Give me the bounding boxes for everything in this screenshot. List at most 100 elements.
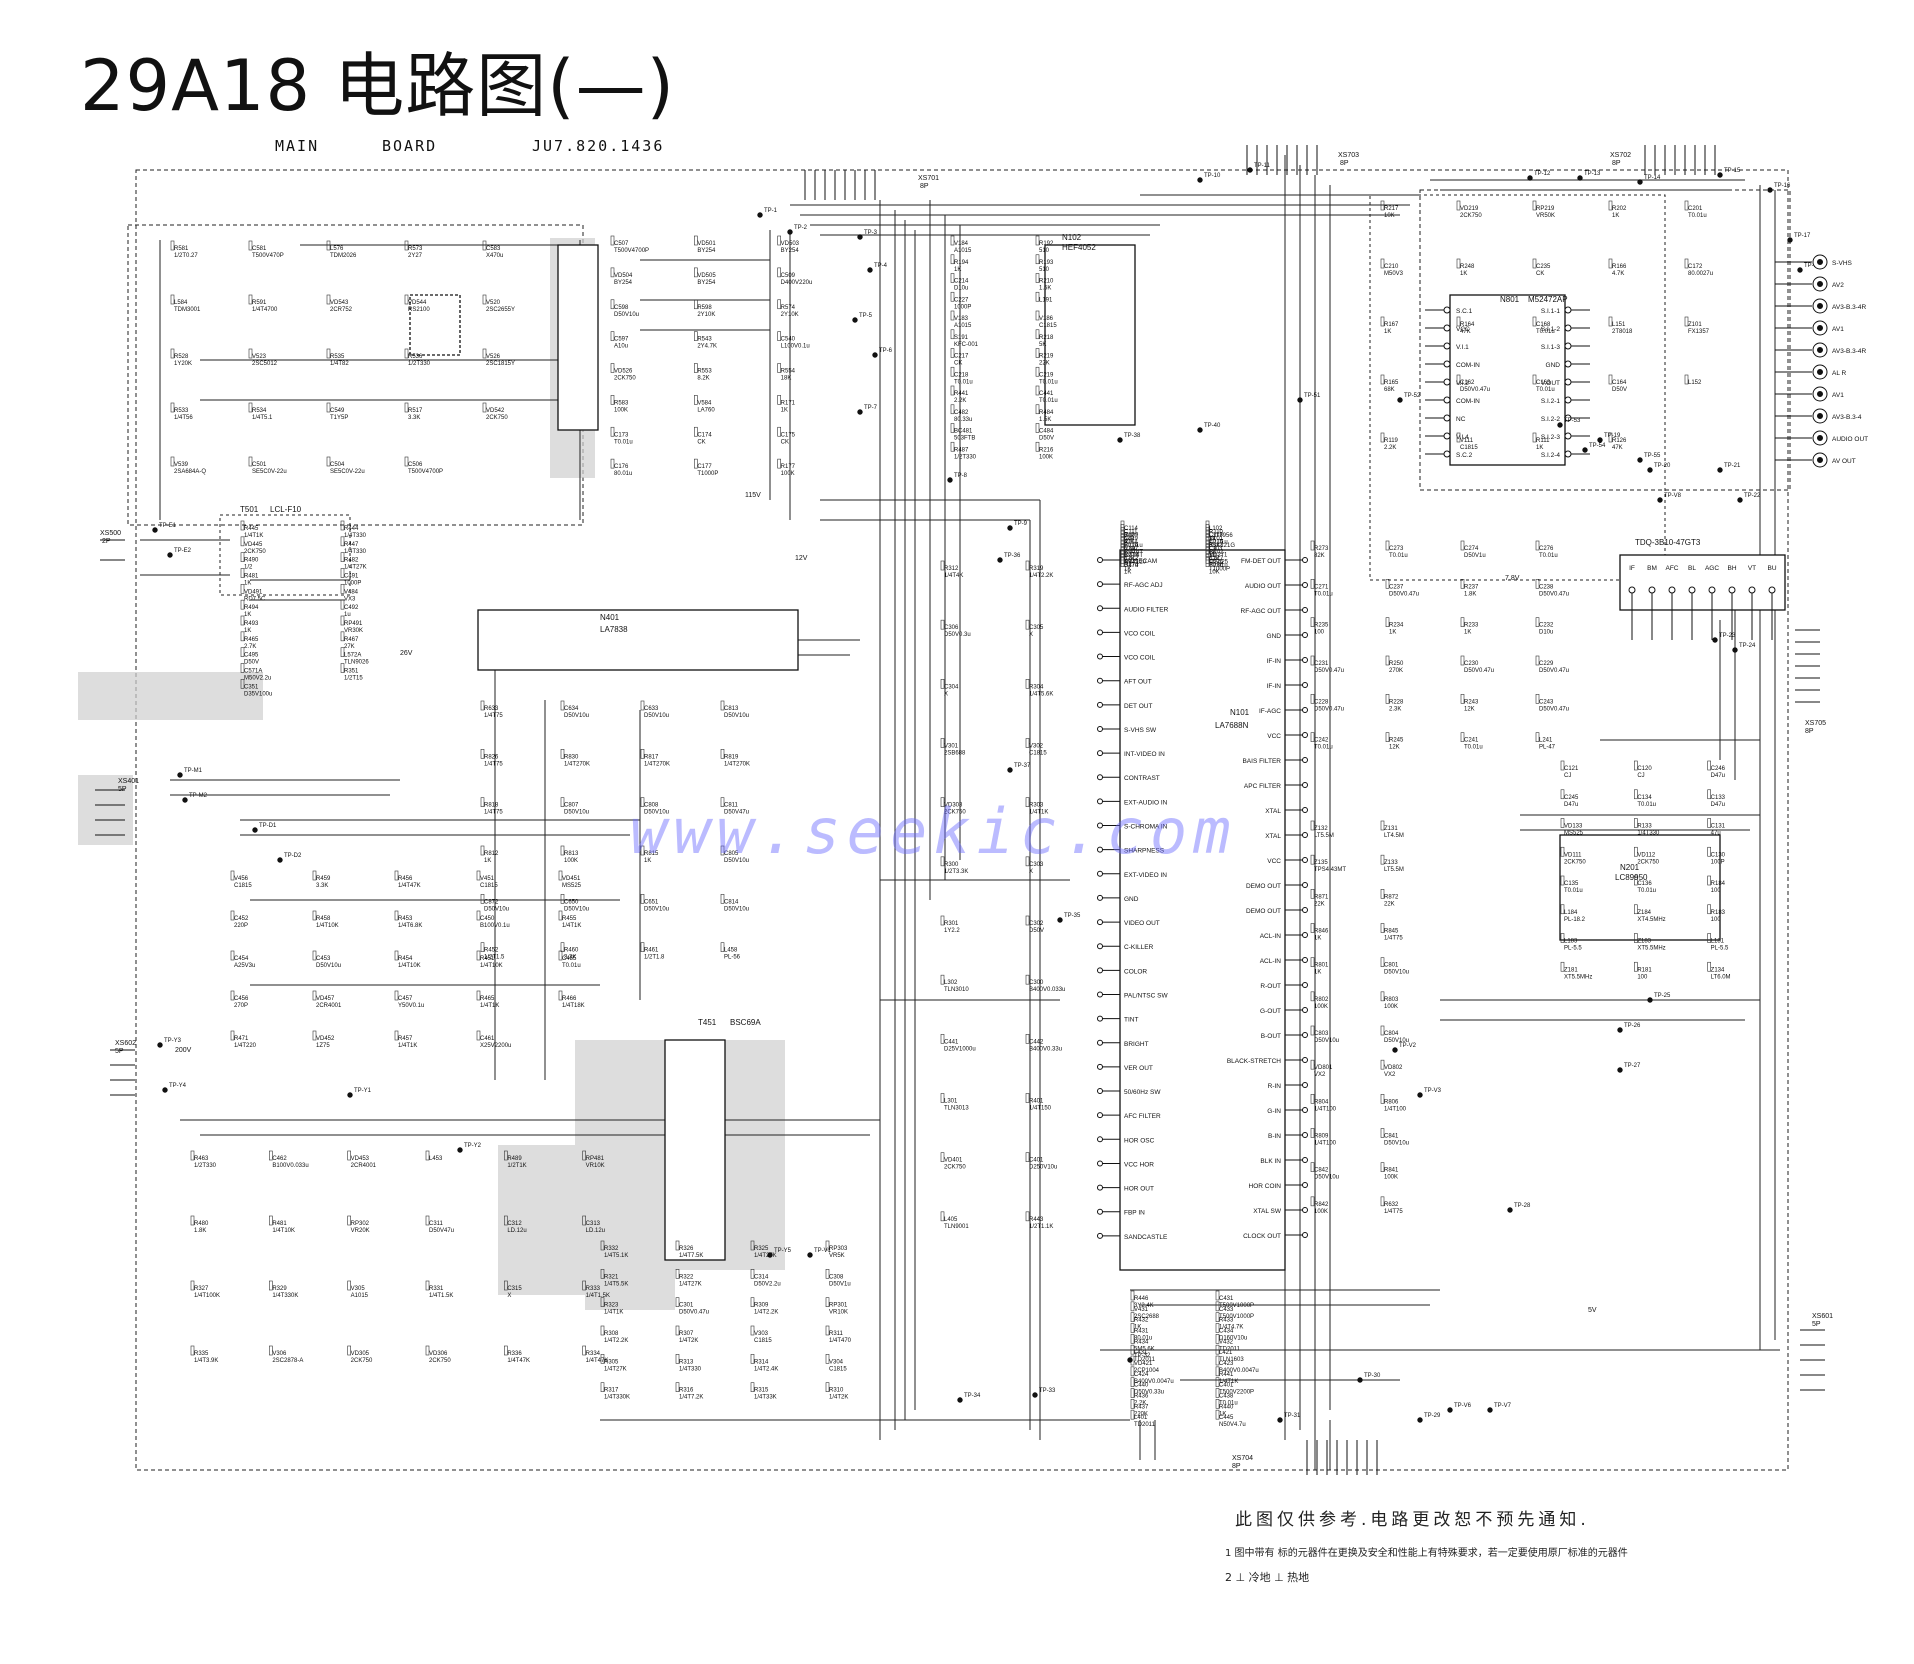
tuner-pin-label: VT [1748,565,1756,572]
av-jack-inner [1817,347,1823,353]
component-ref: R581 [174,246,189,252]
component-symbol [1215,1399,1220,1409]
component-symbol [340,647,345,657]
component-ref: R210 [1039,279,1054,285]
component-ref: R819 [724,754,739,760]
component-ref: R310 [829,1388,844,1394]
component-ref: C491 [344,574,359,580]
component-ref: R248 [1460,264,1475,270]
component-ref: VD451 [562,876,581,882]
component-value: 1Z75 [316,1043,330,1049]
component-symbol [1380,258,1385,269]
component-symbol [1310,540,1315,551]
component-ref: C484 [1039,429,1054,435]
test-point-dot [867,267,873,273]
component-value: X [507,1293,511,1299]
component-ref: VD505 [697,273,716,279]
component-ref: C228 [1314,699,1329,705]
component-value: D50V47u [724,810,749,816]
component-value: BY254 [697,280,716,286]
component-ref: V111 [1460,438,1474,444]
component-value: C1815 [1039,323,1057,329]
component-symbol [1130,1312,1135,1322]
component-ref: C276 [1539,546,1554,552]
component-ref: R171 [781,400,796,406]
connector-pin-stubs [95,145,1825,1475]
component-symbol [1560,818,1565,828]
component-ref: R109 [1124,533,1139,539]
component-ref: C808 [644,803,659,809]
component-value: 5kP [1124,536,1134,542]
connector-xs703-pins: 8P [1340,160,1349,167]
component-ref: C801 [1384,963,1399,969]
component-value: T500V4700P [408,469,443,475]
ic-n101-pin-dot [1097,991,1103,998]
component-value: PL-5.5 [1711,946,1729,952]
ic-n801-pin-dot [1443,378,1451,386]
test-point-dot [1527,175,1533,181]
component-symbol [750,1382,755,1392]
component-symbol [558,950,563,961]
component-symbol [720,845,725,856]
component-symbol [1456,258,1461,269]
component-ref: C456 [234,996,249,1002]
component-value: BY254 [697,248,716,254]
component-value: FX1357 [1688,329,1710,335]
component-ref: R235 [1314,623,1329,629]
component-ref: C501 [252,462,267,468]
ic-n101-pin-dot [1097,798,1103,805]
test-point-label: TP-14 [1644,175,1661,181]
ic-n101-pin-dot [1097,605,1103,612]
component-ref: L421 [1219,1350,1233,1356]
component-symbol [694,363,698,373]
component-symbol [1634,818,1638,828]
component-ref: C302 [1029,921,1044,927]
component-symbol [640,749,645,759]
component-symbol [1035,348,1040,358]
ic-n801-pin-dot [1564,450,1572,458]
component-symbol [1535,579,1540,589]
component-ref: C163 [1536,380,1551,386]
component-value: 1K [1460,271,1467,277]
component-value: 1/4T1K [1219,1379,1238,1385]
component-ref: R303 [1029,803,1044,809]
component-symbol [1385,617,1390,627]
component-value: SE5C0V-22u [252,469,287,475]
voltage-label: 26V [400,650,413,657]
component-value: 4.7K [1612,271,1624,277]
component-value: D50V10u [1384,1141,1409,1147]
component-ref: VD801 [1314,1065,1333,1071]
component-value: 2CK750 [1460,213,1482,219]
ic-n101-pin-label: BRIGHT [1124,1041,1149,1048]
component-symbol [1608,316,1613,327]
ic-n101-pin-dot [1302,932,1308,938]
component-ref: RP481 [586,1156,605,1162]
tuner-pin-label: BU [1767,565,1776,572]
component-value: CK [1209,546,1217,552]
component-ref: Z183 [1637,939,1651,945]
component-ref: R487 [954,447,969,453]
component-value: 100 [1711,888,1722,894]
component-value: T0.01u [1314,745,1333,751]
component-value: D250V10u [1029,1165,1057,1171]
component-ref: C442 [1029,1039,1044,1045]
component-ref: VD445 [244,542,263,548]
component-value: 3.3K [408,415,420,421]
component-ref: L584 [174,300,188,306]
test-point-label: TP-51 [1304,393,1321,399]
ic-n801-pin-dot [1443,396,1451,404]
component-value: 2CK750 [351,1358,373,1364]
component-ref: VD491 [244,589,263,595]
component-symbol [950,366,955,377]
component-value: 22K [1039,361,1050,367]
switching-transformer-body [557,244,599,431]
component-value: 1K [244,628,251,634]
component-symbol [825,1269,830,1279]
component-symbol [777,267,781,278]
test-point-dot [1032,1392,1038,1398]
ic-n101-pin-label: BLK IN [1260,1158,1281,1165]
component-value: T0.01u [1536,387,1555,393]
component-symbol [404,402,409,413]
test-point-label: TP-20 [1654,463,1671,469]
component-symbol [1380,1162,1385,1172]
